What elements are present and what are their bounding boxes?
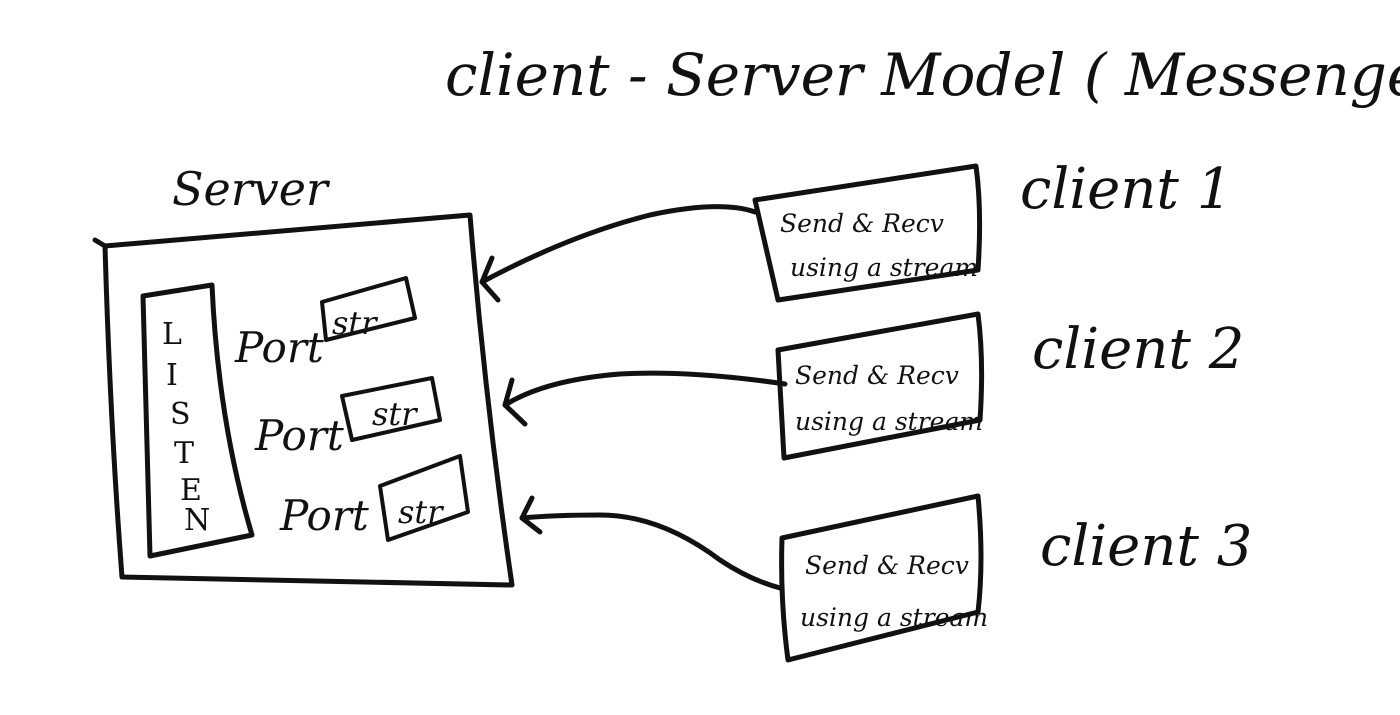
stream-box bbox=[320, 276, 417, 342]
listen-letter: S bbox=[170, 397, 191, 432]
server-box bbox=[92, 212, 515, 588]
client-1-box bbox=[752, 163, 983, 303]
client-2: Send & Recv using a stream client 2 bbox=[775, 311, 1244, 461]
arrow-head-3 bbox=[519, 495, 543, 535]
listen-letter: E bbox=[180, 473, 202, 508]
port-row-3: Port str bbox=[279, 454, 470, 542]
listen-letter: T bbox=[174, 436, 194, 471]
port-row-1: Port str bbox=[234, 276, 417, 372]
client-2-label: client 2 bbox=[1032, 317, 1244, 382]
listen-letter: I bbox=[166, 358, 178, 393]
listen-letter: L bbox=[162, 317, 182, 352]
client-1-box-line2: using a stream bbox=[790, 253, 978, 282]
connection-arrow-2 bbox=[502, 370, 788, 408]
diagram-title: client - Server Model ( Messenger App) bbox=[445, 41, 1400, 109]
stream-label: str bbox=[332, 304, 378, 342]
arrow-head-1 bbox=[479, 255, 501, 303]
port-row-2: Port str bbox=[254, 376, 442, 460]
port-label: Port bbox=[279, 491, 369, 540]
client-3-box bbox=[779, 493, 984, 663]
arrow-head-2 bbox=[502, 377, 528, 427]
connection-arrow-1 bbox=[479, 204, 758, 285]
port-label: Port bbox=[234, 323, 324, 372]
client-1-label: client 1 bbox=[1020, 157, 1232, 222]
client-2-box bbox=[775, 311, 985, 461]
port-label: Port bbox=[254, 411, 344, 460]
stream-box bbox=[340, 376, 442, 442]
client-2-box-line1: Send & Recv bbox=[795, 361, 959, 390]
stream-label: str bbox=[398, 493, 444, 531]
listen-label: L I S T E N bbox=[162, 317, 210, 538]
server-label: Server bbox=[172, 162, 331, 216]
connection-arrow-3 bbox=[519, 512, 783, 591]
client-3: Send & Recv using a stream client 3 bbox=[779, 493, 1252, 663]
listen-panel bbox=[140, 282, 255, 559]
client-2-box-line2: using a stream bbox=[795, 407, 983, 436]
stream-label: str bbox=[372, 395, 418, 433]
listen-letter: N bbox=[184, 503, 210, 538]
client-1-box-line1: Send & Recv bbox=[780, 209, 944, 238]
client-1: Send & Recv using a stream client 1 bbox=[752, 157, 1232, 303]
client-3-box-line1: Send & Recv bbox=[805, 551, 969, 580]
client-3-label: client 3 bbox=[1040, 514, 1252, 579]
stream-box bbox=[378, 454, 470, 542]
client-3-box-line2: using a stream bbox=[800, 603, 988, 632]
